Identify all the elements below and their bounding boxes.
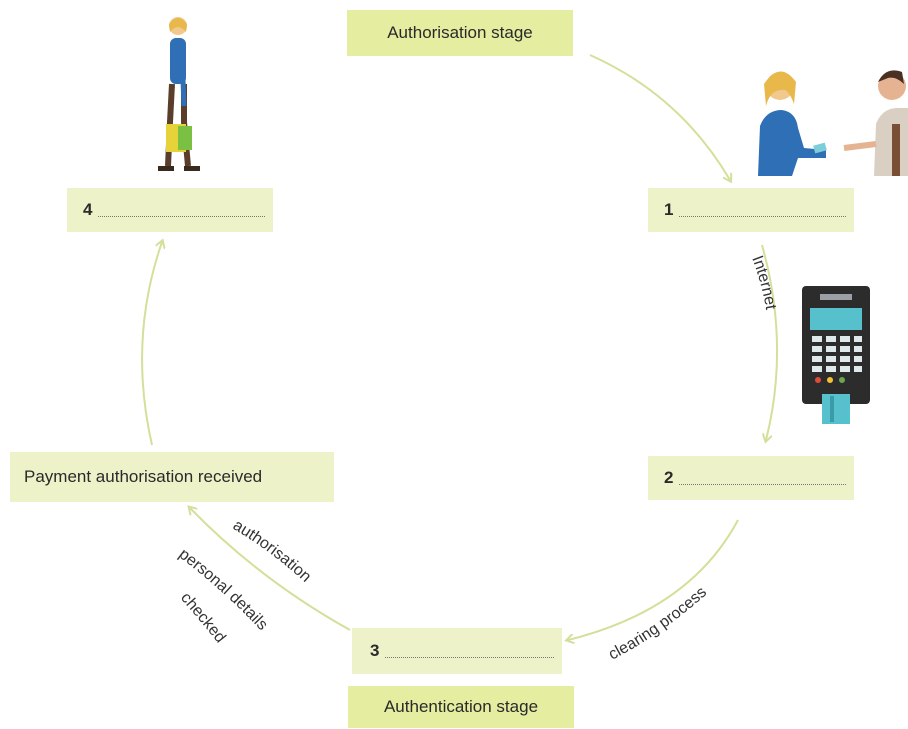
step-2-number: 2 <box>664 468 674 487</box>
arrow-authorisation-to-1 <box>589 54 730 180</box>
arrow-2-to-3 <box>568 519 739 640</box>
step-3-number: 3 <box>370 641 380 660</box>
shopper-icon <box>158 17 200 171</box>
step-2-box: 2 <box>648 456 854 500</box>
step-3-blank <box>385 645 554 658</box>
card-handover-icon <box>758 70 908 176</box>
arrow-received-to-4 <box>141 242 162 446</box>
authorisation-stage-label: Authorisation stage <box>347 10 573 56</box>
label-authorisation: authorisation <box>230 517 314 586</box>
step-1-blank <box>679 204 846 217</box>
label-checked: checked <box>177 589 229 646</box>
arrow-3-to-received <box>190 508 351 631</box>
step-4-box: 4 <box>67 188 273 232</box>
label-clearing-process: clearing process <box>606 584 710 664</box>
step-4-blank <box>98 204 265 217</box>
step-2-blank <box>679 472 846 485</box>
authentication-stage-label: Authentication stage <box>348 686 574 728</box>
payment-authorisation-received-box: Payment authorisation received <box>10 452 334 502</box>
label-internet: Internet <box>748 253 779 311</box>
arrow-1-to-2 <box>761 244 779 440</box>
step-1-number: 1 <box>664 200 674 219</box>
card-terminal-icon <box>802 286 870 424</box>
step-1-box: 1 <box>648 188 854 232</box>
step-4-number: 4 <box>83 200 93 219</box>
step-3-box: 3 <box>352 628 562 674</box>
